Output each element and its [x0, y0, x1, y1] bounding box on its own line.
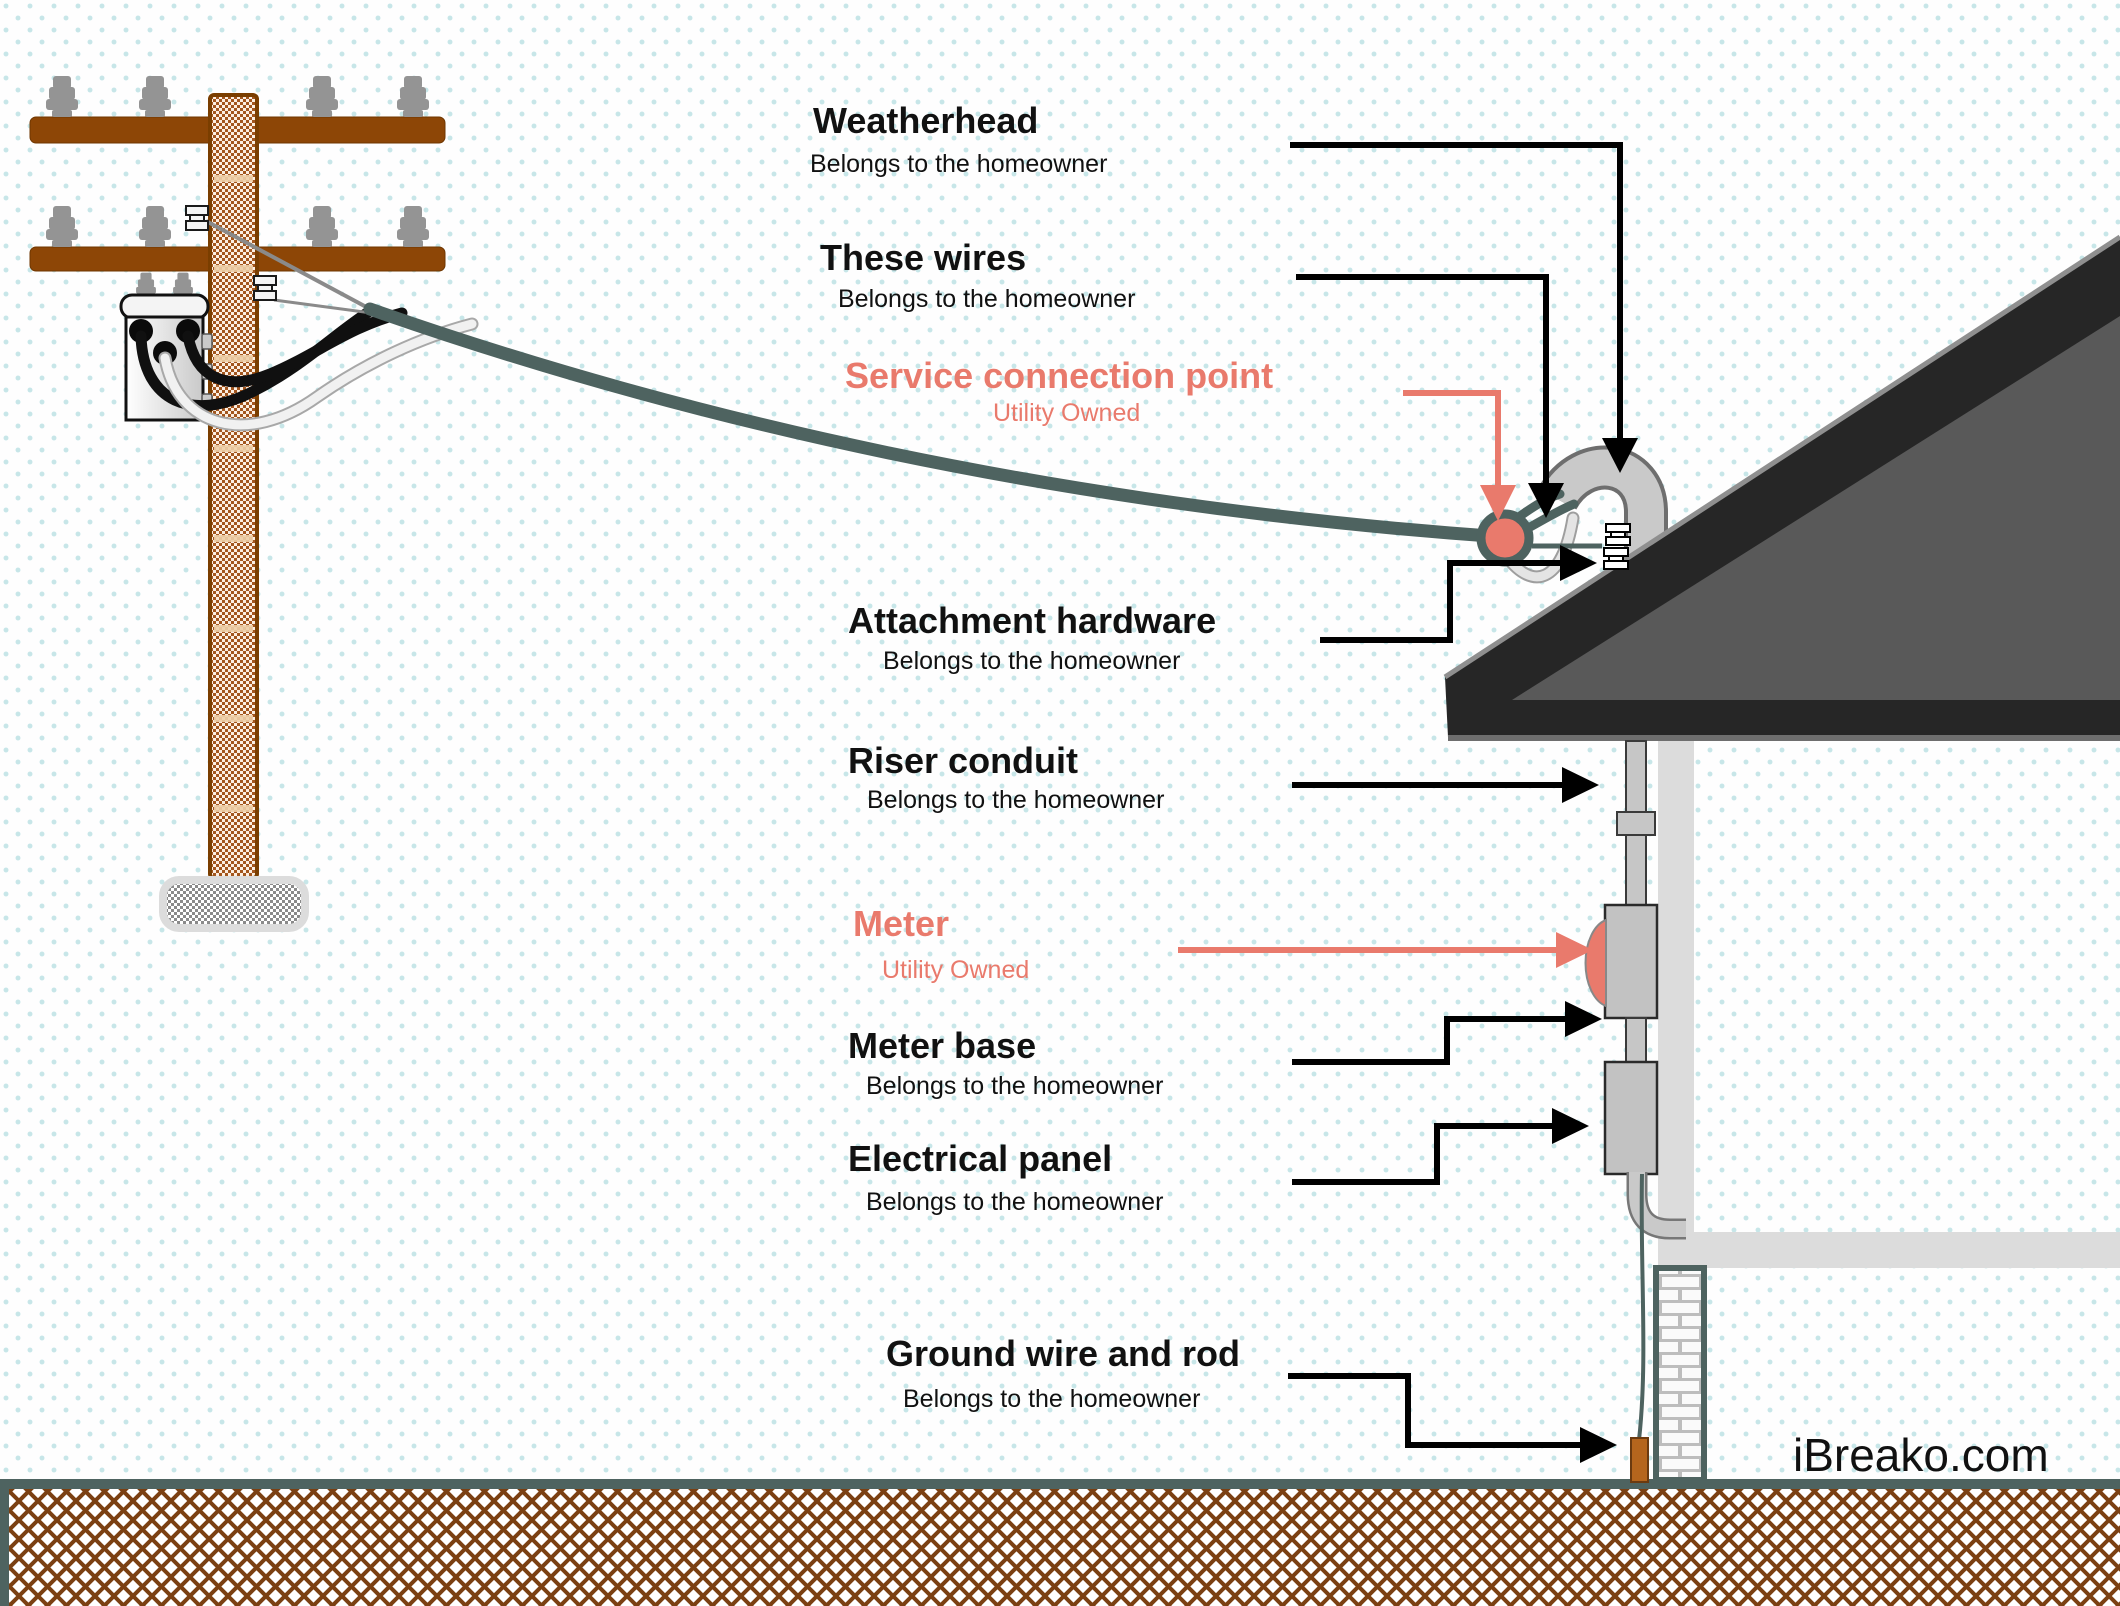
house-structure — [1653, 741, 2120, 1483]
arrowhead-ground-wire — [1580, 1427, 1617, 1463]
service-drop-wire — [363, 302, 1510, 544]
pole-base-pad — [159, 876, 309, 932]
utility-pole — [29, 76, 446, 932]
utility-arrowheads — [1480, 485, 1593, 968]
label-service-connection-point-subtitle: Utility Owned — [993, 399, 1141, 427]
connector-weatherhead — [1290, 142, 1623, 440]
service-neutral-loop — [1502, 513, 1578, 582]
transformer-cap — [119, 293, 210, 320]
weatherhead-gooseneck — [1541, 449, 1664, 592]
connector-meter-base — [1292, 1016, 1567, 1065]
arrowhead-these-wires — [1528, 483, 1564, 518]
connector-attachment-hardware — [1320, 560, 1562, 643]
connector-electrical-panel — [1292, 1123, 1554, 1185]
service-equipment — [1584, 740, 1686, 1483]
arrowhead-weatherhead — [1602, 438, 1638, 473]
label-ground-wire-subtitle: Belongs to the homeowner — [903, 1385, 1201, 1413]
label-ground-wire-title: Ground wire and rod — [886, 1333, 1241, 1374]
eave-shadow — [1448, 735, 2120, 741]
label-riser-conduit-title: Riser conduit — [848, 740, 1079, 781]
arrowhead-meter-base — [1565, 1001, 1602, 1037]
label-meter-base-title: Meter base — [848, 1025, 1037, 1066]
label-attachment-hardware-title: Attachment hardware — [848, 600, 1217, 641]
label-riser-conduit-subtitle: Belongs to the homeowner — [867, 786, 1165, 814]
label-weatherhead-title: Weatherhead — [813, 100, 1039, 141]
pole-clamp-lower — [253, 275, 277, 301]
transformer-hot-wire-2 — [182, 307, 408, 388]
connector-arrowheads — [1528, 438, 1638, 1463]
arrowhead-meter — [1556, 932, 1593, 968]
roof-face — [1512, 316, 2120, 700]
ground-line — [0, 1479, 2120, 1489]
label-meter-title: Meter — [853, 903, 950, 944]
soil-hatch — [0, 1489, 2120, 1606]
arrowhead-attachment-hardware — [1560, 545, 1597, 581]
arrowhead-electrical-panel — [1552, 1108, 1589, 1144]
brick-pier — [1653, 1265, 1707, 1483]
house-floor — [1658, 1232, 2120, 1268]
label-attachment-hardware-subtitle: Belongs to the homeowner — [883, 647, 1181, 675]
ground-left-edge — [0, 1479, 9, 1606]
label-these-wires-title: These wires — [820, 237, 1027, 278]
pole-bands — [214, 175, 253, 812]
ground-soil — [0, 1479, 2120, 1606]
label-these-wires-subtitle: Belongs to the homeowner — [838, 285, 1136, 313]
label-service-connection-point-title: Service connection point — [845, 355, 1274, 396]
arrowhead-riser-conduit — [1562, 767, 1599, 803]
connectors — [1288, 142, 1623, 1448]
pole-wires — [135, 205, 1510, 544]
connector-service-point — [1403, 390, 1501, 487]
service-connection-point-marker — [1476, 509, 1534, 567]
house-wall — [1658, 741, 1694, 1233]
drop-lead-wire-1 — [205, 219, 371, 311]
roof-ridge-highlight — [1443, 234, 2120, 680]
pole-clamp-upper — [185, 205, 209, 231]
house-roof — [1443, 234, 2120, 741]
label-electrical-panel-title: Electrical panel — [848, 1138, 1113, 1179]
transformer-neutral-wire — [160, 319, 477, 430]
connector-these-wires — [1296, 274, 1549, 485]
label-meter-base-subtitle: Belongs to the homeowner — [866, 1072, 1164, 1100]
ground-wire — [1637, 1173, 1646, 1441]
label-meter-subtitle: Utility Owned — [882, 956, 1030, 984]
connector-ground-wire — [1288, 1373, 1582, 1448]
conduit-coupling — [1616, 811, 1656, 836]
label-weatherhead-subtitle: Belongs to the homeowner — [810, 150, 1108, 178]
ground-rod — [1630, 1437, 1649, 1483]
arrowhead-service-point — [1480, 485, 1516, 521]
meter-panel-conduit — [1625, 1017, 1647, 1065]
watermark: iBreako.com — [1793, 1429, 2049, 1481]
label-electrical-panel-subtitle: Belongs to the homeowner — [866, 1188, 1164, 1216]
pole-shaft — [208, 93, 259, 880]
utility-connectors — [1178, 390, 1558, 953]
meter-dome — [1584, 918, 1607, 1008]
electrical-panel-box — [1603, 1060, 1659, 1176]
panel-exit-elbow — [1629, 1172, 1686, 1237]
meter-base-box — [1603, 903, 1659, 1020]
